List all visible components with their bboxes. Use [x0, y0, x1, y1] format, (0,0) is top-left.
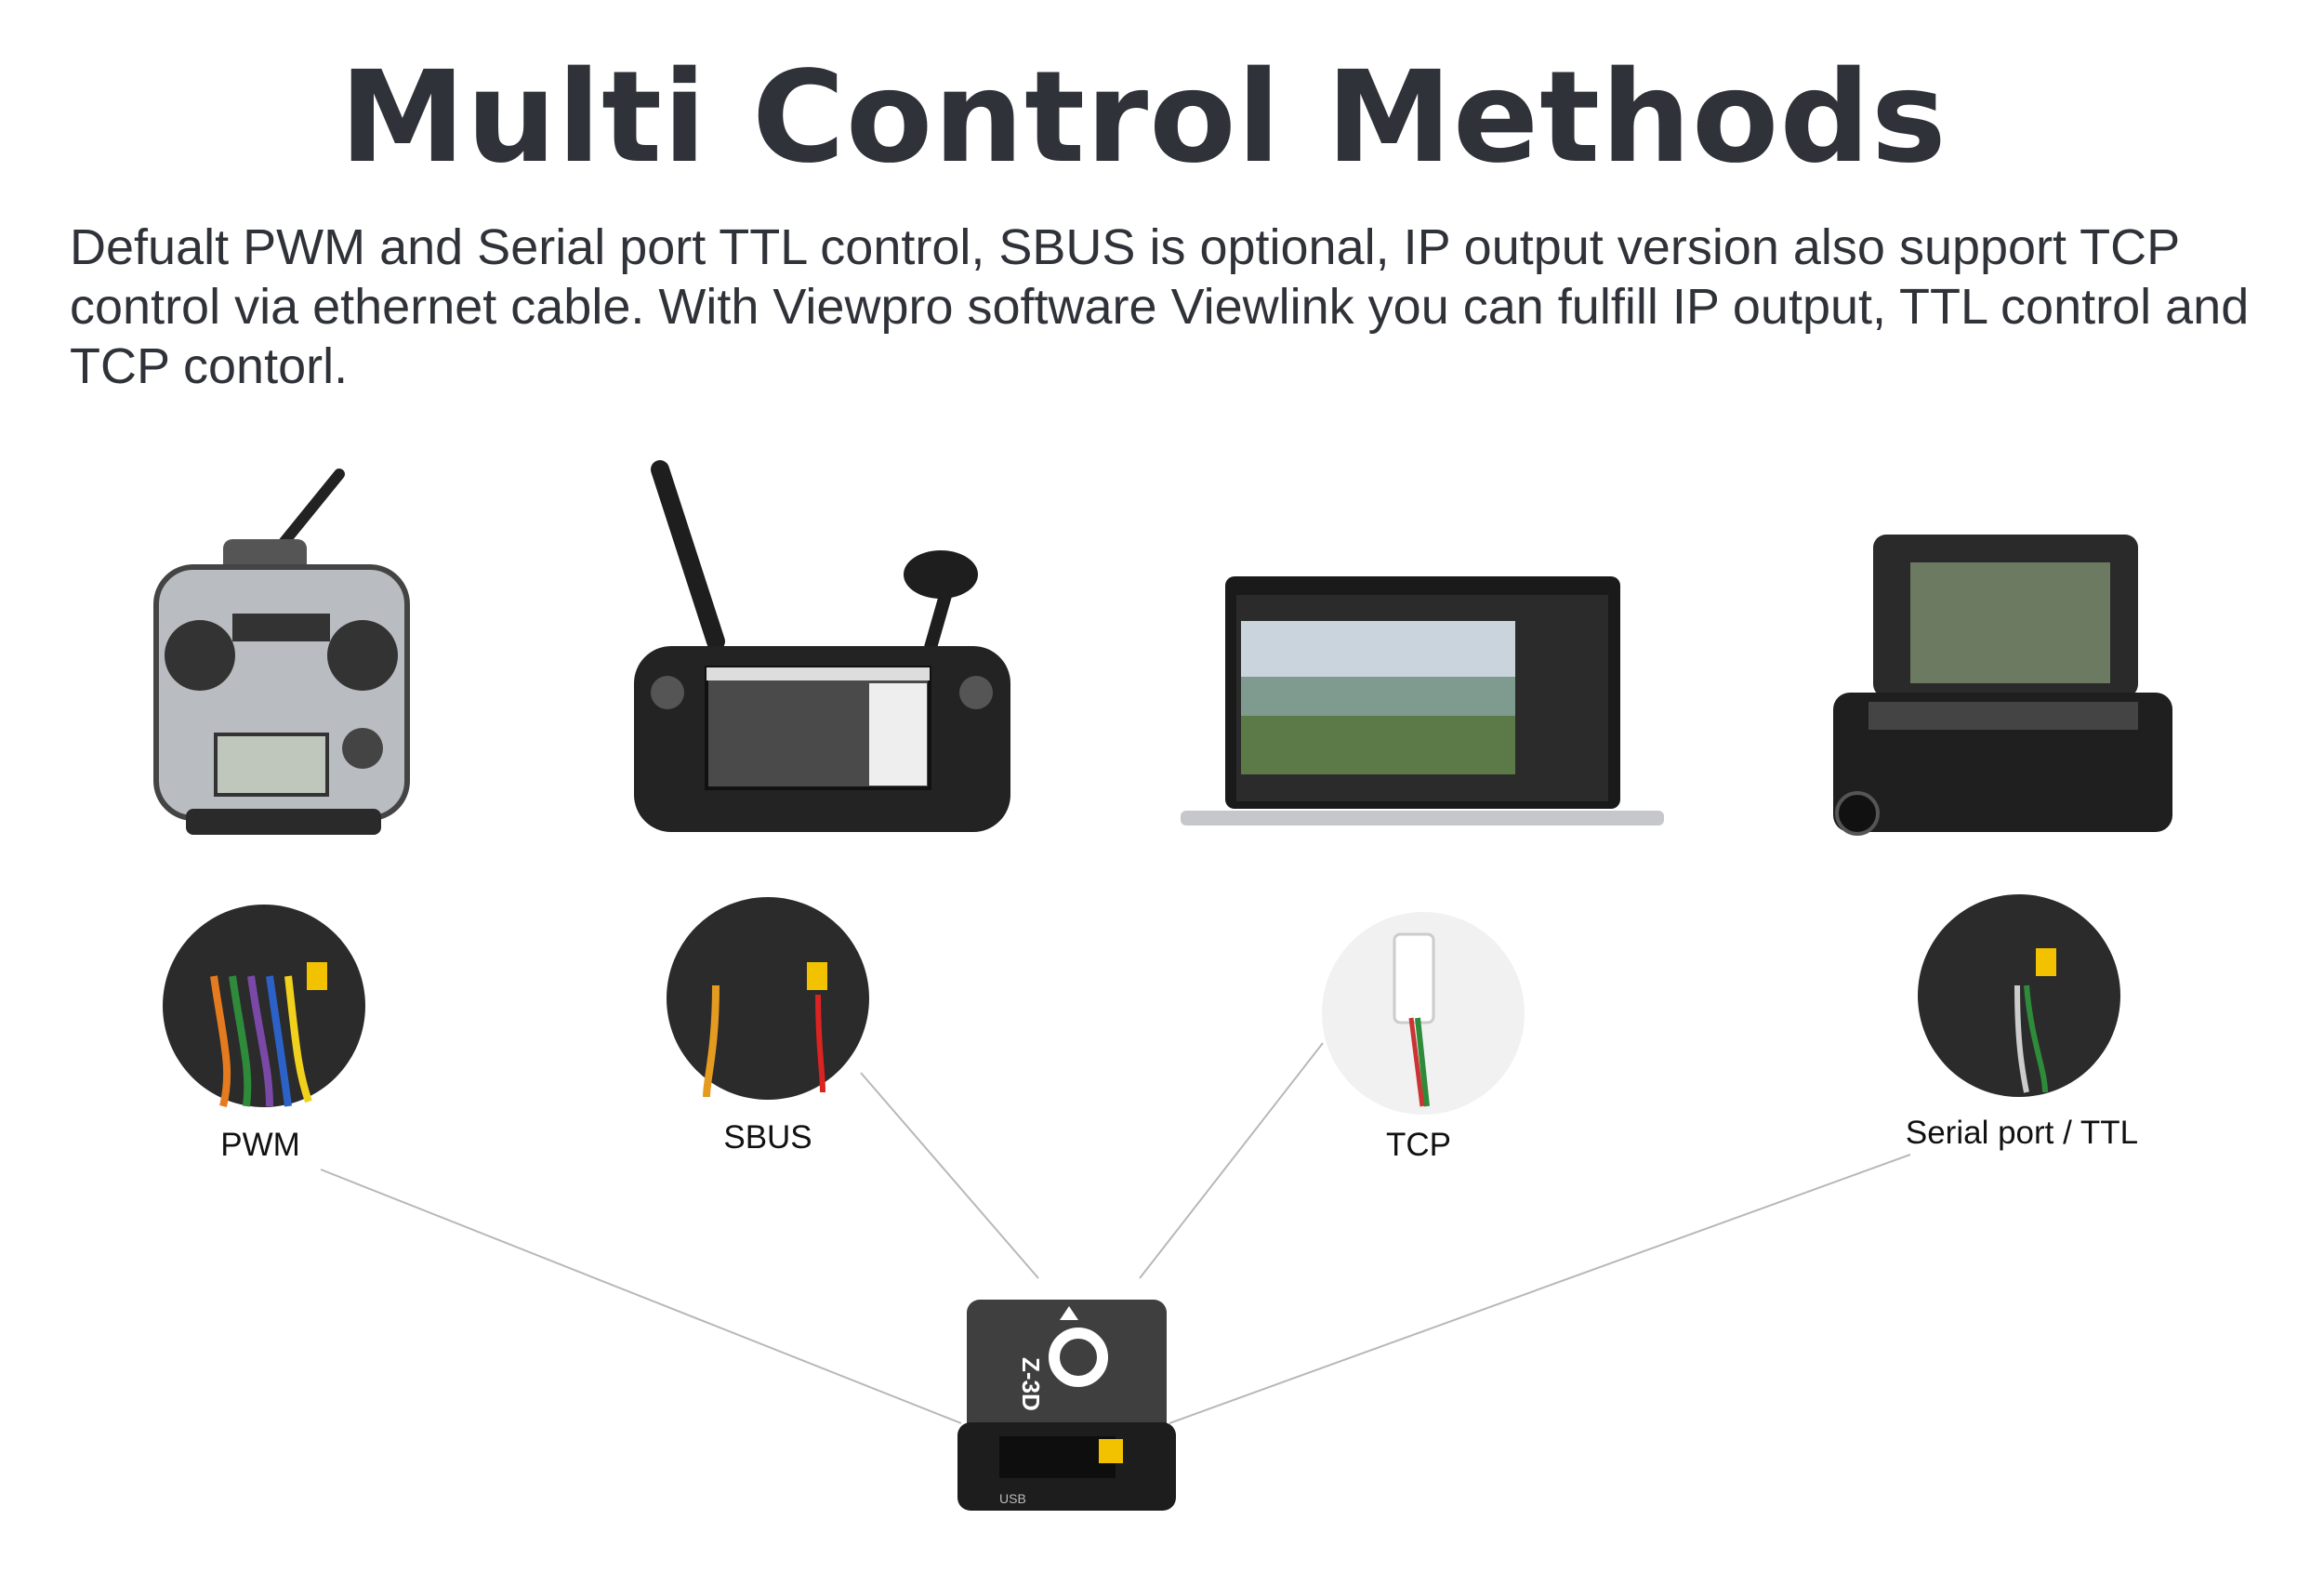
sbus-connector-photo — [667, 897, 869, 1100]
handheld-ground-station-image — [634, 460, 1010, 832]
label-sbus: SBUS — [723, 1119, 812, 1156]
label-tcp: TCP — [1386, 1127, 1451, 1163]
line-ttl — [1169, 1154, 1911, 1424]
line-pwm — [320, 1169, 962, 1424]
connection-lines — [320, 1042, 1911, 1424]
ground-control-case-image — [1833, 535, 2172, 836]
line-tcp — [1139, 1042, 1324, 1279]
laptop-image — [1181, 576, 1664, 826]
line-sbus — [860, 1072, 1039, 1279]
z3d-controller-image: Z-3D USB — [957, 1300, 1176, 1511]
pwm-connector-photo — [163, 905, 365, 1107]
model-label: Z-3D — [1017, 1357, 1045, 1411]
ttl-connector-photo — [1918, 894, 2120, 1097]
page-title: Multi Control Methods — [339, 45, 1948, 192]
label-pwm: PWM — [220, 1127, 300, 1163]
label-serial-ttl: Serial port / TTL — [1905, 1115, 2139, 1151]
tcp-connector-photo — [1322, 912, 1525, 1115]
usb-label: USB — [999, 1491, 1026, 1506]
description: Defualt PWM and Serial port TTL control,… — [70, 219, 2250, 394]
rc-transmitter-image — [153, 469, 410, 835]
